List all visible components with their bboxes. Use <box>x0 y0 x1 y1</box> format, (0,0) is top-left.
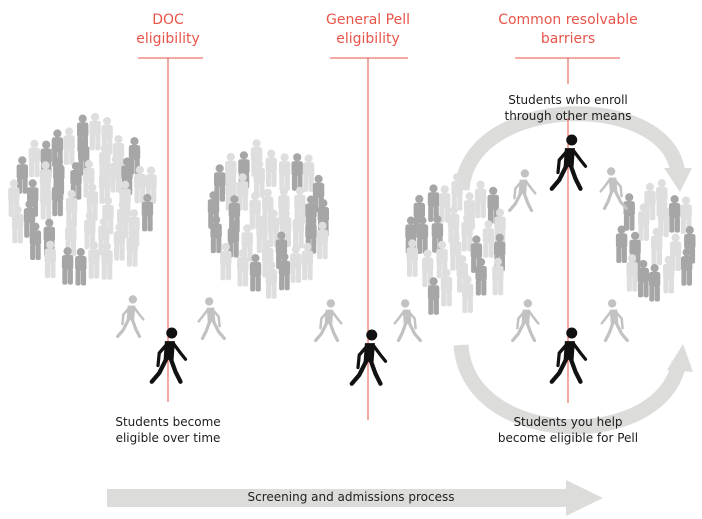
header-line: eligibility <box>336 31 400 47</box>
caption-line: Students become <box>115 415 221 429</box>
standing-person-icon <box>474 180 487 219</box>
caption-line: through other means <box>504 109 632 123</box>
standing-person-icon <box>40 182 52 220</box>
header-line: barriers <box>540 31 596 47</box>
standing-person-icon <box>623 193 635 231</box>
header-line: eligibility <box>136 31 200 47</box>
standing-person-icon <box>316 221 329 260</box>
caption-line: Students you help <box>513 415 623 429</box>
standing-person-icon <box>63 127 75 165</box>
walking-person-icon <box>600 298 629 343</box>
standing-person-icon <box>101 242 113 280</box>
standing-person-icon <box>482 220 495 258</box>
walking-person-icon <box>599 166 628 211</box>
caption-line: eligible over time <box>115 431 221 445</box>
standing-person-icon <box>663 255 675 294</box>
caption-line: Students who enroll <box>508 93 628 107</box>
standing-person-icon <box>302 154 315 192</box>
standing-person-icon <box>210 215 222 254</box>
standing-person-icon <box>651 227 663 266</box>
standing-person-icon <box>28 139 40 178</box>
walking-person-icon <box>197 296 226 341</box>
standing-person-icon <box>406 239 418 277</box>
enrolled-student-crowd <box>615 179 696 302</box>
standing-person-icon <box>126 229 138 267</box>
standing-person-icon <box>61 247 74 285</box>
standing-person-icon <box>265 261 277 299</box>
standing-person-icon <box>626 254 638 292</box>
walking-person-icon <box>352 330 386 384</box>
standing-person-icon <box>301 242 314 281</box>
caption-line: become eligible for Pell <box>497 431 639 445</box>
header-line: Common resolvable <box>498 12 638 28</box>
standing-person-icon <box>681 248 693 286</box>
transitioning-walkers <box>116 166 629 343</box>
standing-person-icon <box>475 258 487 296</box>
walking-person-icon <box>314 298 343 343</box>
standing-person-icon <box>290 245 302 283</box>
standing-person-icon <box>110 155 122 193</box>
standing-person-icon <box>451 173 463 211</box>
header-doc-eligibility: DOC eligibility <box>118 11 218 49</box>
walking-person-icon <box>508 168 537 213</box>
standing-person-icon <box>249 191 261 230</box>
header-line: General Pell <box>326 12 410 28</box>
doc-eligible-crowd <box>207 139 329 299</box>
standing-person-icon <box>51 178 64 217</box>
standing-person-icon <box>89 112 101 151</box>
standing-person-icon <box>237 249 249 287</box>
standing-person-icon <box>44 240 56 279</box>
standing-person-icon <box>461 275 474 313</box>
standing-person-icon <box>265 149 277 187</box>
initial-student-crowd <box>8 112 157 286</box>
standing-person-icon <box>416 216 429 254</box>
standing-person-icon <box>249 254 262 292</box>
standing-person-icon <box>668 195 681 233</box>
standing-person-icon <box>492 257 504 296</box>
standing-person-icon <box>440 268 453 307</box>
standing-person-icon <box>75 248 87 286</box>
standing-person-icon <box>253 160 265 198</box>
walking-person-icon <box>116 294 145 339</box>
walking-person-icon <box>152 328 186 382</box>
walking-person-icon <box>511 298 540 343</box>
standing-person-icon <box>88 241 100 279</box>
caption-help-become-eligible: Students you help become eligible for Pe… <box>478 414 658 446</box>
standing-person-icon <box>427 277 440 315</box>
standing-person-icon <box>648 264 661 302</box>
pell-eligible-crowd <box>405 173 506 315</box>
process-arrow <box>107 480 603 516</box>
standing-person-icon <box>278 252 291 291</box>
top-bypass-arrow <box>454 106 692 192</box>
caption-eligible-over-time: Students become eligible over time <box>93 414 243 446</box>
process-arrow-label: Screening and admissions process <box>247 490 455 504</box>
header-general-pell: General Pell eligibility <box>298 11 438 49</box>
standing-person-icon <box>11 205 24 244</box>
standing-person-icon <box>278 153 291 191</box>
standing-person-icon <box>113 223 126 261</box>
standing-person-icon <box>637 259 649 298</box>
header-line: DOC <box>152 12 184 28</box>
walking-person-icon <box>393 298 422 343</box>
walking-person-icon <box>552 328 586 382</box>
walking-person-icon <box>552 135 586 189</box>
standing-person-icon <box>615 225 628 263</box>
standing-person-icon <box>29 222 42 260</box>
standing-person-icon <box>638 203 650 241</box>
header-common-barriers: Common resolvable barriers <box>478 11 658 49</box>
standing-person-icon <box>291 153 303 191</box>
caption-enroll-other-means: Students who enroll through other means <box>488 92 648 124</box>
standing-person-icon <box>292 210 305 249</box>
bottom-help-arrow <box>453 344 693 435</box>
standing-person-icon <box>220 242 232 281</box>
standing-person-icon <box>141 193 154 232</box>
